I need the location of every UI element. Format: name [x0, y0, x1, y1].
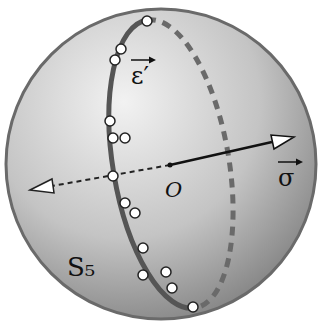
sphere-label: S₅: [67, 254, 95, 280]
vector-label: ε′: [131, 64, 149, 88]
vector-accent: [131, 57, 303, 166]
sigma-vector: [170, 142, 272, 165]
origin-dot: [168, 163, 173, 168]
sphere: [6, 9, 316, 319]
arrow-head: [30, 179, 54, 193]
vector-label: σ: [278, 166, 294, 190]
origin-label: O: [165, 180, 182, 201]
dashed-vector: [52, 165, 170, 186]
sample-points: [105, 16, 198, 312]
arrow-head: [271, 135, 294, 149]
great-circle-front: [90, 20, 195, 318]
